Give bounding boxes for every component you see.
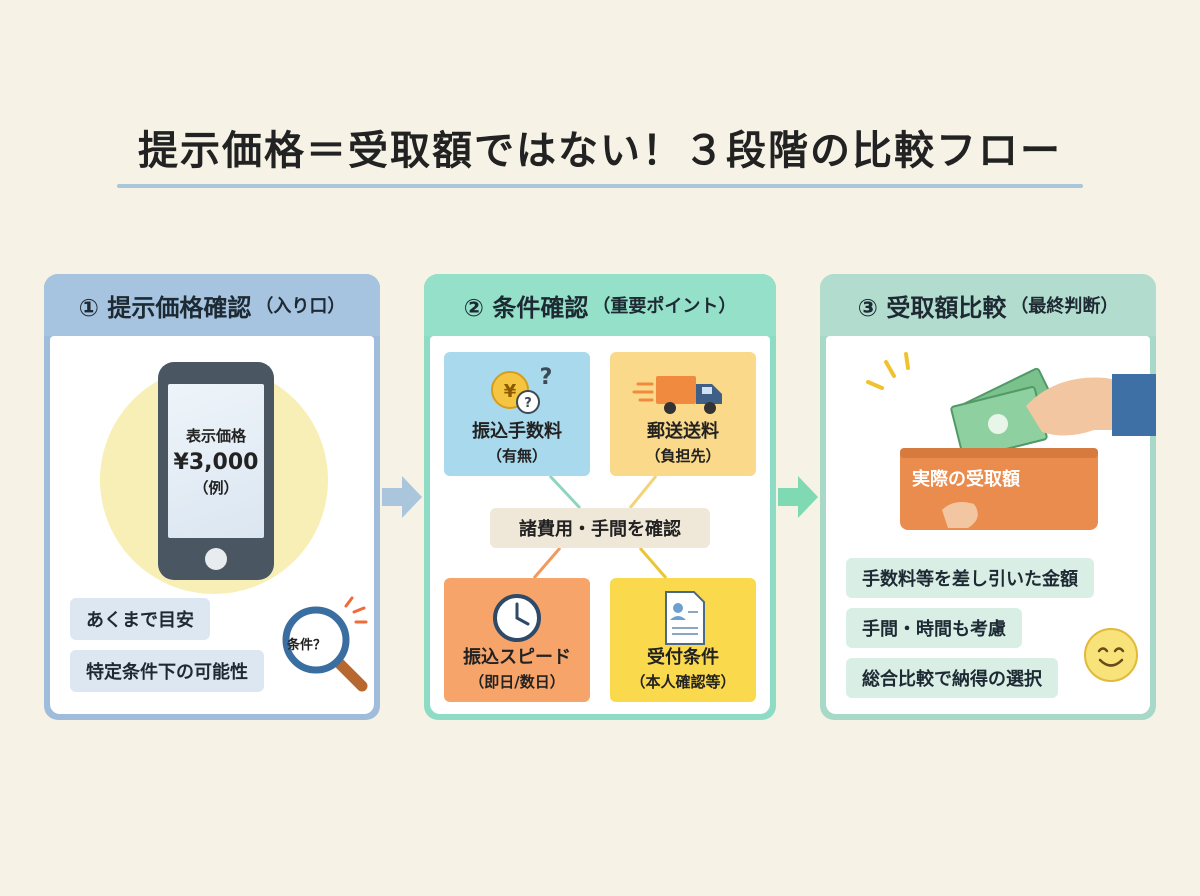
tag-overall-comparison: 総合比較で納得の選択 [846,658,1058,698]
shipping-fee-sub: （負担先） [645,447,721,465]
phone-screen: 表示価格 ¥3,000 （例） [168,384,264,538]
step-3-body: 実際の受取額 手数料等を差し引いた金額 手間・時間も考慮 総合比較で納得の選択 [826,336,1156,714]
shipping-fee-label: 郵送送料 [647,421,719,442]
step-3-heading: ③ 受取額比較 [857,293,1007,322]
connector-lines [532,474,668,579]
tag-consider-effort: 手間・時間も考慮 [846,608,1022,648]
step-1-panel: ① 提示価格確認 （入り口） 表示価格 ¥3,000 （例） あくまで目安 特定… [44,274,380,720]
svg-text:?: ? [524,396,532,411]
step-1-subheading: （入り口） [255,296,346,317]
svg-text:¥: ¥ [504,381,517,402]
transfer-speed-sub: （即日/数日） [469,673,565,691]
acceptance-conditions-sub: （本人確認等） [630,673,736,691]
step-3-subheading: （最終判断） [1010,296,1119,317]
box-shipping-fee: 郵送送料 （負担先） [610,352,756,476]
smartphone-icon: 表示価格 ¥3,000 （例） [158,362,274,580]
arrow-right-icon [778,476,818,518]
transfer-fee-sub: （有無） [486,447,547,465]
transfer-speed-label: 振込スピード [463,647,571,668]
step-1-header: ① 提示価格確認 （入り口） [44,274,380,336]
box-transfer-speed: 振込スピード （即日/数日） [444,578,590,702]
tag-net-amount: 手数料等を差し引いた金額 [846,558,1094,598]
step-2-body: ¥ ? ? 振込手数料 （有無） 郵送送料 （負担先） 諸費用・手間を確認 [430,336,770,714]
step-2-heading: ② 条件確認 [463,293,589,322]
page-title: 提示価格＝受取額ではない！３段階の比較フロー [138,128,1062,174]
title-underline [117,184,1083,188]
magnifier-label: 条件？ [287,638,327,653]
step-1-heading: ① 提示価格確認 [78,293,252,322]
display-price-value: ¥3,000 [173,449,259,475]
delivery-truck-icon [632,376,722,414]
wallet-hand-icon [866,352,1156,530]
tag-estimate: あくまで目安 [70,598,210,640]
display-price-example: （例） [193,478,239,497]
acceptance-conditions-label: 受付条件 [647,647,719,668]
box-acceptance-conditions: 受付条件 （本人確認等） [610,578,756,702]
clock-icon [493,594,541,642]
step-1-body: 表示価格 ¥3,000 （例） あくまで目安 特定条件下の可能性 条件？ [50,336,374,714]
center-check-costs: 諸費用・手間を確認 [490,508,710,548]
actual-amount-label: 実際の受取額 [912,469,1020,490]
transfer-fee-label: 振込手数料 [472,421,562,442]
yen-coin-question-icon: ¥ ? ? [491,365,553,414]
tag-specific-conditions: 特定条件下の可能性 [70,650,264,692]
display-price-label: 表示価格 [185,426,246,445]
step-2-panel: ② 条件確認 （重要ポイント） ¥ ? ? 振込手数料 （有無） [424,274,776,720]
box-transfer-fee: ¥ ? ? 振込手数料 （有無） [444,352,590,476]
phone-home-button [205,548,227,570]
magnifier-icon [282,596,368,692]
step-2-header: ② 条件確認 （重要ポイント） [424,274,776,336]
arrow-right-icon [382,476,422,518]
smiley-face-icon [1084,628,1138,682]
step-2-subheading: （重要ポイント） [592,296,737,317]
document-icon [665,591,705,645]
step-3-panel: ③ 受取額比較 （最終判断） 実際の受取額 手数料等を差し引いた金額 手間・時間… [820,274,1156,720]
step-3-header: ③ 受取額比較 （最終判断） [820,274,1156,336]
svg-text:?: ? [540,365,553,390]
